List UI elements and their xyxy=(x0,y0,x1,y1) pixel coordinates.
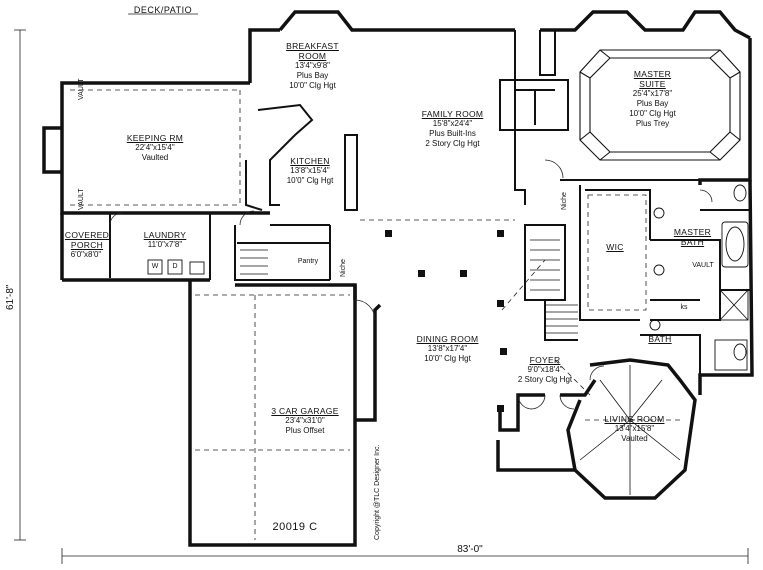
room-dims: 13'4"x15'8" xyxy=(614,424,655,433)
room-name: FAMILY ROOM xyxy=(421,109,484,119)
stair-treads xyxy=(240,239,578,334)
room-dims: 25'4"x17'8" xyxy=(632,89,673,98)
washer-label: W xyxy=(151,263,159,270)
bath-label: BATH xyxy=(648,334,672,344)
room-dims: 13'8"x15'4" xyxy=(290,166,330,175)
copyright-text: Copyright @TLC Designer Inc. xyxy=(374,444,381,540)
room-dims: 13'8"x17'4" xyxy=(427,344,468,353)
niche-label: Niche xyxy=(561,192,568,210)
room-note: Plus Bay xyxy=(636,99,669,108)
room-name: COVERED xyxy=(64,230,110,240)
deck-label: DECK/PATIO xyxy=(133,5,193,15)
room-name: BREAKFAST xyxy=(286,41,339,51)
room-dims: 15'8"x24'4" xyxy=(432,119,473,128)
room-name: KEEPING RM xyxy=(126,133,184,143)
room-name: MASTER xyxy=(633,69,672,79)
room-dims: 13'4"x9'8" xyxy=(295,61,330,70)
room-dims: 9'0"x18'4" xyxy=(527,365,563,374)
niche-label: Niche xyxy=(340,259,347,277)
dryer-label: D xyxy=(172,263,178,270)
room-dims: 6'0"x8'0" xyxy=(70,250,102,259)
door-swings xyxy=(109,159,713,410)
room-note: Vaulted xyxy=(621,434,648,443)
plan-id: 20019 C xyxy=(272,521,318,533)
room-note: 10'0" Clg Hgt xyxy=(629,109,676,118)
fixtures xyxy=(147,184,749,371)
overall-depth: 61'-8" xyxy=(5,284,16,310)
room-name: SUITE xyxy=(639,79,666,89)
room-name: ROOM xyxy=(298,51,327,61)
room-note: Plus Offset xyxy=(285,426,325,435)
room-name: BATH xyxy=(680,237,705,247)
room-note: Plus Built-Ins xyxy=(429,129,476,138)
room-dims: 11'0"x7'8" xyxy=(147,240,183,249)
room-name: MASTER xyxy=(673,227,712,237)
living-room-vault-lines xyxy=(579,365,681,495)
pantry-label: Pantry xyxy=(297,258,319,265)
wic-label: WIC xyxy=(606,242,624,252)
room-note: 2 Story Clg Hgt xyxy=(517,375,573,384)
columns xyxy=(385,230,507,412)
room-note: Plus Trey xyxy=(635,119,670,128)
ks-label: ks xyxy=(680,304,688,311)
room-name: PORCH xyxy=(70,240,104,250)
dashed-lines xyxy=(70,89,680,540)
room-name: LAUNDRY xyxy=(143,230,187,240)
room-dims: 22'4"x15'4" xyxy=(135,143,175,152)
room-name: 3 CAR GARAGE xyxy=(271,406,339,416)
room-name: DINING ROOM xyxy=(416,334,479,344)
room-name: LIVING ROOM xyxy=(604,414,665,424)
room-note: 2 Story Clg Hgt xyxy=(425,139,480,148)
room-name: KITCHEN xyxy=(290,156,330,166)
room-note: Vaulted xyxy=(141,153,169,162)
dimension-lines xyxy=(14,13,749,564)
vault-label: VAULT xyxy=(78,78,85,100)
vault-label: VAULT xyxy=(78,188,85,210)
room-note: 10'0" Clg Hgt xyxy=(289,81,336,90)
master-trey-ceiling xyxy=(579,49,741,161)
room-note: 10'0" Clg Hgt xyxy=(424,354,471,363)
room-name: FOYER xyxy=(529,355,561,365)
overall-width: 83'-0" xyxy=(440,545,500,555)
vault-label: VAULT xyxy=(692,262,714,269)
exterior-walls xyxy=(42,10,754,547)
room-dims: 23'4"x31'0" xyxy=(285,416,325,425)
room-note: Plus Bay xyxy=(296,71,329,80)
room-note: 10'0" Clg Hgt xyxy=(286,176,334,185)
